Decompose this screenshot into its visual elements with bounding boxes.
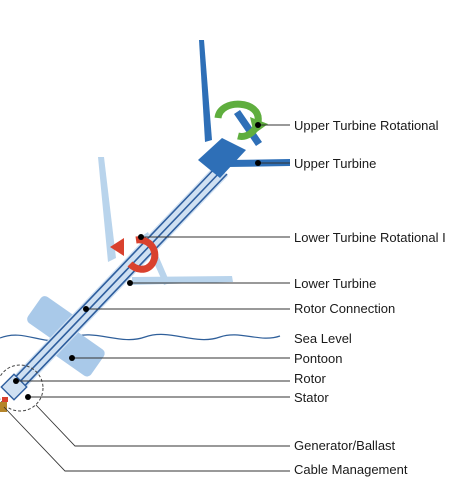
label-stator: Stator (294, 390, 329, 405)
lower-rotation-arrow-icon (110, 236, 159, 273)
label-sea-level: Sea Level (294, 331, 352, 346)
leader-lines (3, 124, 290, 472)
base-dashed-circle (0, 364, 44, 412)
rotor-shaft (3, 164, 229, 398)
leader-generator-ballast (35, 404, 290, 447)
label-pontoon: Pontoon (294, 351, 343, 366)
label-upper-turbine: Upper Turbine (294, 156, 377, 171)
label-rotor-connection: Rotor Connection (294, 301, 396, 316)
label-cable-management: Cable Management (294, 462, 408, 477)
label-rotor: Rotor (294, 371, 326, 386)
sea-level-line (0, 333, 281, 342)
label-upper-turbine-rotational: Upper Turbine Rotational (294, 118, 439, 133)
label-lower-turbine: Lower Turbine (294, 276, 377, 291)
label-lower-turbine-rotational: Lower Turbine Rotational I (294, 230, 446, 245)
generator-block (0, 402, 7, 412)
label-generator-ballast: Generator/Ballast (294, 438, 396, 453)
leader-dots (13, 122, 261, 400)
leader-cable-management (3, 406, 290, 472)
upper-turbine (198, 40, 290, 178)
stator-marker (2, 397, 8, 402)
